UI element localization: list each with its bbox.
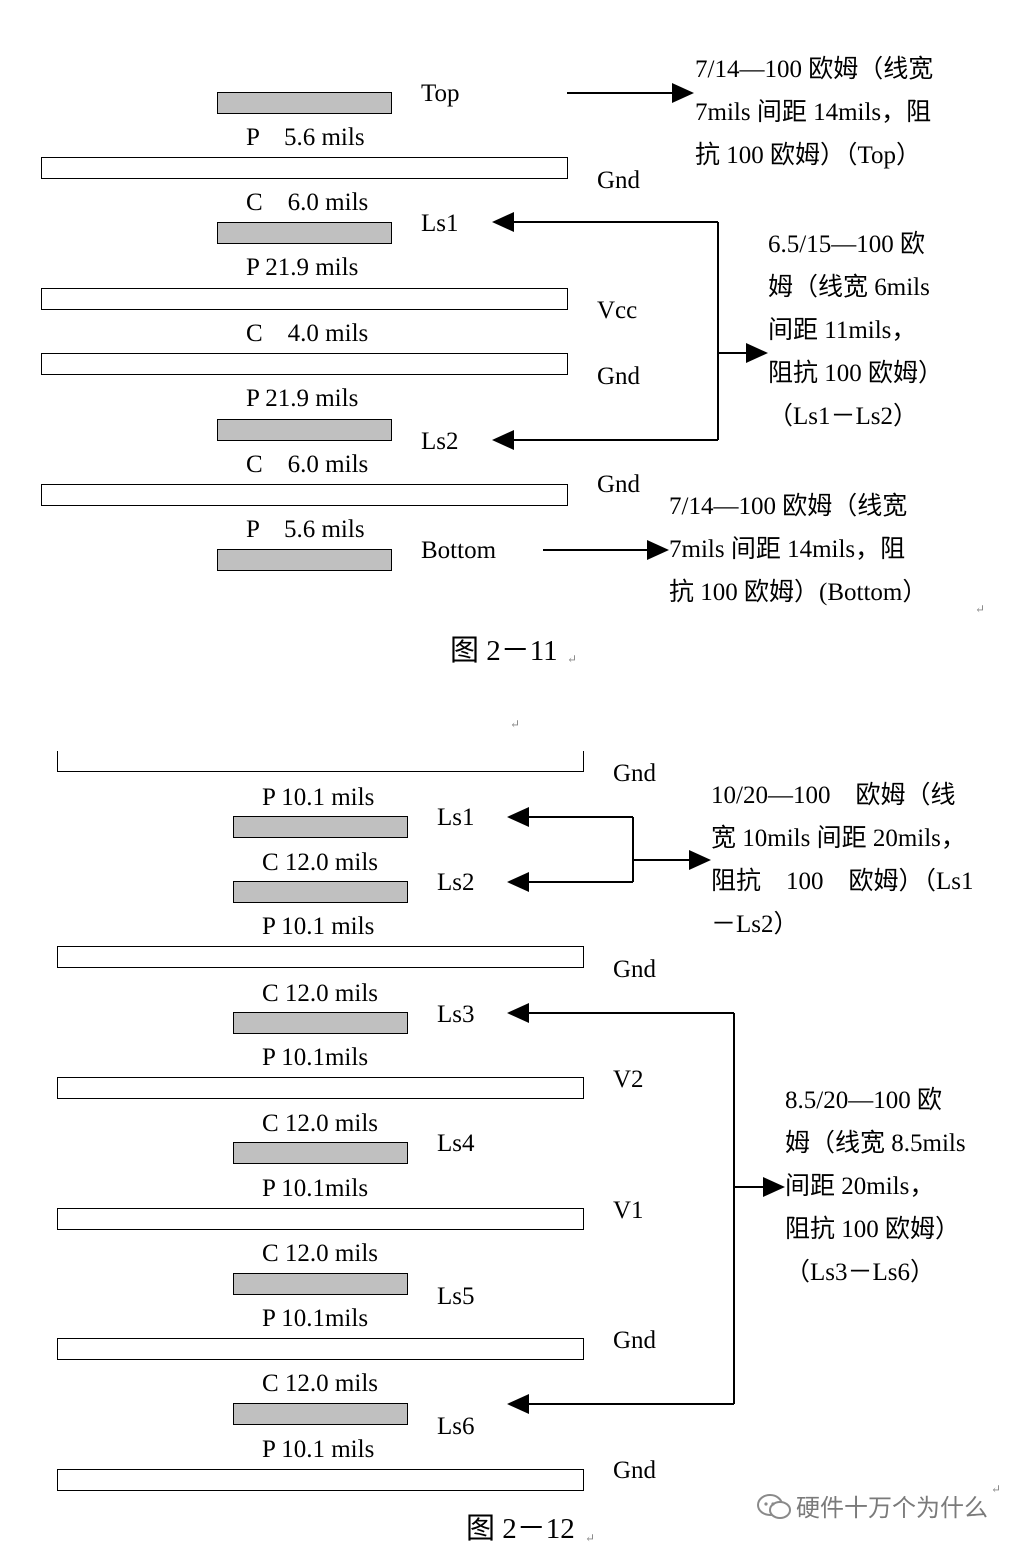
chat-bubble-icon [757, 1494, 791, 1519]
layer-label-ls3: Ls3 [437, 1001, 475, 1028]
spacing-label: C 6.0 mils [246, 189, 369, 216]
watermark-text: 硬件十万个为什么 [796, 1494, 988, 1522]
note-ls1-ls2: 10/20—100 欧姆（线 宽 10mils 间距 20mils， 阻抗 10… [711, 774, 974, 946]
spacing-label: P 5.6 mils [246, 124, 365, 151]
layer-label-gnd: Gnd [613, 1327, 657, 1354]
layer-label-ls2: Ls2 [437, 869, 475, 896]
trace-top [217, 92, 392, 114]
layer-label-gnd: Gnd [597, 167, 641, 194]
trace-ls2 [217, 419, 392, 441]
note-line: 阻抗 100 欧姆）（Ls1 [711, 868, 974, 895]
note-line: －Ls2） [711, 911, 799, 938]
trace-ls1 [217, 222, 392, 244]
spacing-label: P 10.1mils [262, 1175, 369, 1202]
layer-label-ls1: Ls1 [437, 804, 475, 831]
plane-gnd-bottom [57, 1469, 584, 1491]
plane-gnd-1 [41, 157, 568, 179]
spacing-label: C 12.0 mils [262, 980, 378, 1007]
note-line: 7/14—100 欧姆（线宽 [669, 493, 908, 520]
plane-v2 [57, 1077, 584, 1099]
spacing-label: P 21.9 mils [246, 254, 359, 281]
figure-caption: 图 2－12 [466, 1513, 575, 1545]
note-line: 抗 100 欧姆）（Top） [695, 142, 922, 169]
layer-label-vcc: Vcc [597, 297, 638, 324]
layer-label-gnd: Gnd [613, 956, 657, 983]
trace-ls3 [233, 1012, 408, 1034]
layer-label-ls2: Ls2 [421, 428, 459, 455]
paragraph-mark: ↵ [585, 1531, 596, 1545]
trace-ls4 [233, 1142, 408, 1164]
layer-label-ls5: Ls5 [437, 1283, 475, 1310]
spacing-label: P 10.1mils [262, 1044, 369, 1071]
trace-ls2 [233, 881, 408, 903]
note-line: （Ls1－Ls2） [768, 403, 919, 430]
note-line: 宽 10mils 间距 20mils， [711, 825, 966, 852]
layer-label-gnd: Gnd [597, 363, 641, 390]
plane-gnd [57, 946, 584, 968]
paragraph-mark: ↵ [510, 717, 521, 731]
plane-v1 [57, 1208, 584, 1230]
spacing-label: P 10.1 mils [262, 1436, 375, 1463]
figure-caption: 图 2－11 [450, 635, 558, 667]
note-line: 7/14—100 欧姆（线宽 [695, 56, 934, 83]
plane-gnd-top [57, 751, 584, 772]
note-line: 姆（线宽 8.5mils [785, 1130, 966, 1157]
layer-label-ls1: Ls1 [421, 210, 459, 237]
spacing-label: P 5.6 mils [246, 516, 365, 543]
spacing-label: C 12.0 mils [262, 849, 378, 876]
spacing-label: P 10.1 mils [262, 913, 375, 940]
spacing-label: P 10.1mils [262, 1305, 369, 1332]
paragraph-mark: ↵ [567, 652, 578, 666]
layer-label-v2: V2 [613, 1066, 644, 1093]
note-bottom: 7/14—100 欧姆（线宽 7mils 间距 14mils，阻 抗 100 欧… [669, 485, 927, 614]
trace-ls6 [233, 1403, 408, 1425]
note-line: 6.5/15—100 欧 [768, 231, 925, 258]
note-ls3-ls6: 8.5/20—100 欧 姆（线宽 8.5mils 间距 20mils， 阻抗 … [785, 1079, 966, 1294]
layer-label-v1: V1 [613, 1197, 644, 1224]
paragraph-mark: ↵ [975, 602, 986, 616]
layer-label-ls6: Ls6 [437, 1413, 475, 1440]
plane-gnd-3 [41, 484, 568, 506]
paragraph-mark: ↵ [991, 1482, 1002, 1496]
spacing-label: P 10.1 mils [262, 784, 375, 811]
layer-label-bottom: Bottom [421, 537, 497, 564]
plane-vcc [41, 288, 568, 310]
trace-bottom [217, 549, 392, 571]
trace-ls5 [233, 1273, 408, 1295]
note-line: 间距 11mils， [768, 317, 917, 344]
note-line: 10/20—100 欧姆（线 [711, 782, 956, 809]
note-line: 阻抗 100 欧姆） [768, 360, 944, 387]
spacing-label: C 12.0 mils [262, 1110, 378, 1137]
note-line: 8.5/20—100 欧 [785, 1087, 942, 1114]
spacing-label: C 12.0 mils [262, 1240, 378, 1267]
note-line: 阻抗 100 欧姆） [785, 1216, 961, 1243]
note-line: 抗 100 欧姆）(Bottom） [669, 579, 928, 606]
spacing-label: C 4.0 mils [246, 320, 369, 347]
layer-label-gnd: Gnd [613, 1457, 657, 1484]
note-top: 7/14—100 欧姆（线宽 7mils 间距 14mils，阻 抗 100 欧… [695, 48, 933, 177]
note-inner-pair: 6.5/15—100 欧 姆（线宽 6mils 间距 11mils， 阻抗 10… [768, 223, 943, 438]
note-line: 7mils 间距 14mils，阻 [669, 536, 906, 563]
note-line: 间距 20mils， [785, 1173, 935, 1200]
note-line: 姆（线宽 6mils [768, 274, 930, 301]
trace-ls1 [233, 816, 408, 838]
spacing-label: P 21.9 mils [246, 385, 359, 412]
note-line: 7mils 间距 14mils，阻 [695, 99, 932, 126]
layer-label-top: Top [421, 80, 460, 107]
plane-gnd-2 [41, 353, 568, 375]
note-line: （Ls3－Ls6） [785, 1259, 936, 1286]
spacing-label: C 6.0 mils [246, 451, 369, 478]
layer-label-gnd: Gnd [597, 471, 641, 498]
layer-label-ls4: Ls4 [437, 1130, 475, 1157]
layer-label-gnd: Gnd [613, 760, 657, 787]
plane-gnd [57, 1338, 584, 1360]
spacing-label: C 12.0 mils [262, 1370, 378, 1397]
